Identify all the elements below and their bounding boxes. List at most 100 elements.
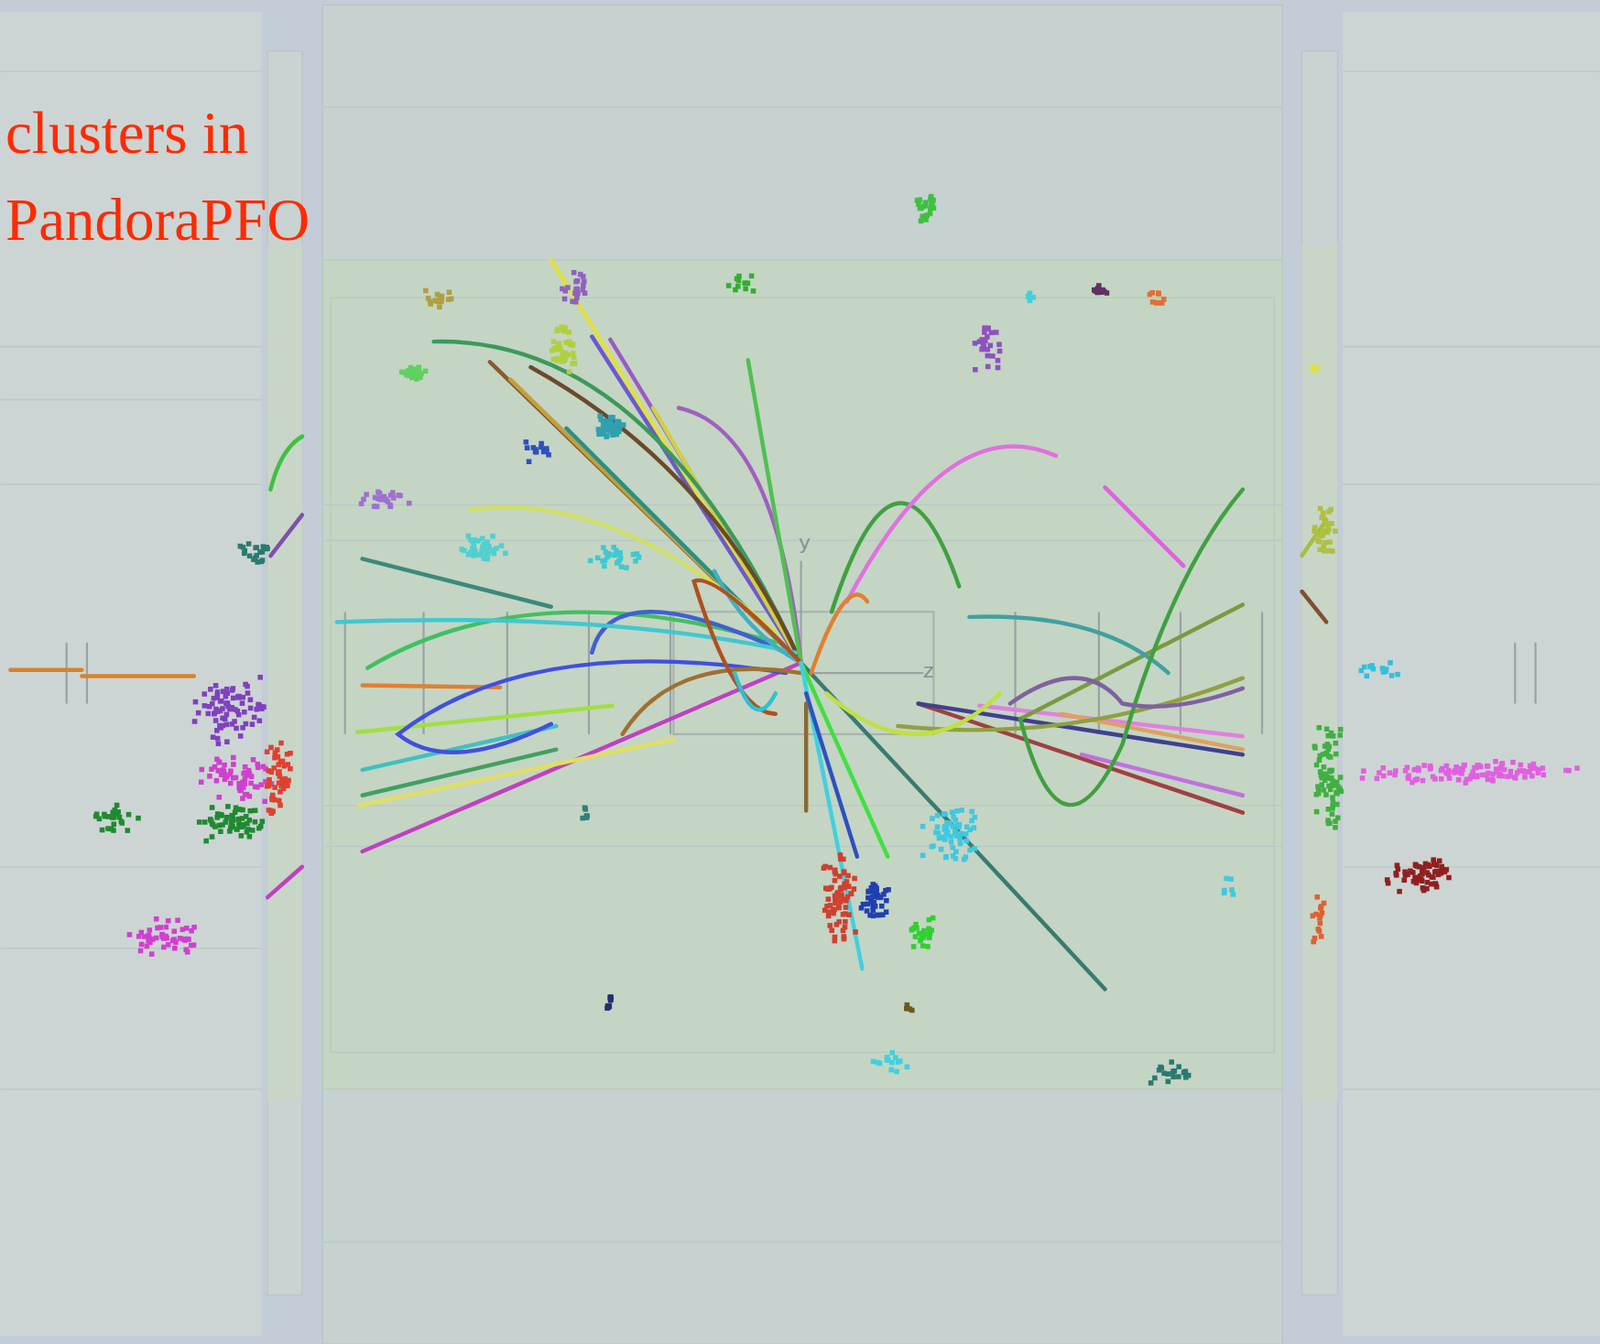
hit: [980, 346, 987, 352]
hit: [741, 280, 748, 286]
hit: [216, 741, 222, 748]
hit: [1418, 877, 1425, 883]
hit: [971, 825, 978, 831]
hit: [1425, 872, 1432, 879]
hit: [565, 329, 572, 336]
hit: [567, 342, 574, 349]
hit: [607, 552, 613, 558]
hit: [1317, 725, 1323, 731]
hit: [206, 773, 213, 780]
hit: [840, 928, 847, 935]
hit: [1360, 768, 1367, 774]
hit: [603, 420, 610, 426]
hit: [870, 893, 877, 900]
hit: [916, 196, 923, 203]
hit: [111, 815, 118, 821]
hit: [938, 847, 945, 853]
hit: [360, 497, 367, 503]
hit: [239, 695, 246, 701]
hit: [228, 721, 235, 728]
hit: [930, 915, 937, 922]
hit: [600, 544, 607, 551]
hit: [126, 812, 132, 818]
hit: [1310, 914, 1317, 920]
hit: [1168, 1059, 1175, 1066]
hit: [841, 934, 848, 940]
tracks: [10, 260, 1327, 990]
hit: [489, 533, 496, 540]
endcap-panel: [1342, 11, 1600, 1337]
hit: [239, 833, 245, 839]
hit: [920, 852, 926, 859]
hit: [1317, 921, 1324, 927]
hit: [145, 938, 152, 945]
hit: [248, 781, 254, 787]
hit: [923, 203, 929, 209]
layer-lines: [0, 71, 1600, 1243]
hit: [1321, 901, 1328, 907]
hit: [1229, 887, 1235, 893]
hit: [270, 793, 276, 799]
hit: [1330, 783, 1337, 789]
hit: [213, 718, 219, 724]
hit: [883, 898, 890, 904]
hit: [1323, 751, 1329, 757]
hit: [276, 798, 283, 805]
hit: [466, 533, 472, 540]
hit: [1309, 365, 1316, 371]
hit: [245, 827, 251, 833]
hit: [1327, 744, 1333, 751]
hit: [224, 701, 230, 708]
hit: [406, 500, 413, 507]
hit: [1393, 768, 1399, 774]
hit: [1410, 870, 1416, 876]
hit: [390, 489, 396, 496]
hit: [1175, 1064, 1182, 1070]
hit: [949, 809, 956, 816]
hit: [1316, 926, 1322, 933]
hit: [1315, 894, 1321, 901]
hit: [1420, 885, 1426, 892]
hit: [555, 327, 561, 334]
hit: [1152, 1076, 1158, 1082]
hit: [448, 296, 455, 303]
hit: [935, 824, 941, 830]
hit: [1150, 299, 1156, 305]
hit: [1520, 768, 1526, 774]
hit: [870, 904, 876, 911]
hit: [233, 726, 240, 732]
hit: [1311, 528, 1318, 534]
hit: [1329, 811, 1336, 817]
hit: [124, 827, 131, 834]
hit: [418, 370, 425, 377]
hit: [1328, 775, 1335, 782]
hit: [1421, 865, 1427, 871]
hit: [193, 699, 199, 706]
hit: [174, 917, 181, 924]
hit: [240, 771, 247, 777]
hit: [1430, 774, 1437, 781]
hit: [615, 428, 621, 435]
hit: [1326, 821, 1332, 828]
hit: [242, 764, 249, 771]
hit: [263, 544, 270, 551]
hit: [138, 948, 144, 955]
hit: [165, 942, 172, 948]
hit: [836, 919, 842, 926]
hit: [942, 824, 948, 830]
hit: [587, 558, 594, 565]
hit: [225, 804, 231, 810]
hit: [229, 706, 236, 712]
hit: [499, 543, 505, 549]
hit: [222, 717, 229, 723]
hit: [211, 711, 218, 718]
hit: [1317, 753, 1324, 760]
hit: [276, 780, 283, 786]
hit: [949, 824, 956, 830]
hit: [832, 893, 839, 900]
hit: [1332, 818, 1339, 825]
hit: [247, 808, 253, 815]
barrel-calo: [322, 260, 1283, 1090]
hit: [277, 789, 283, 795]
hit: [828, 927, 835, 934]
